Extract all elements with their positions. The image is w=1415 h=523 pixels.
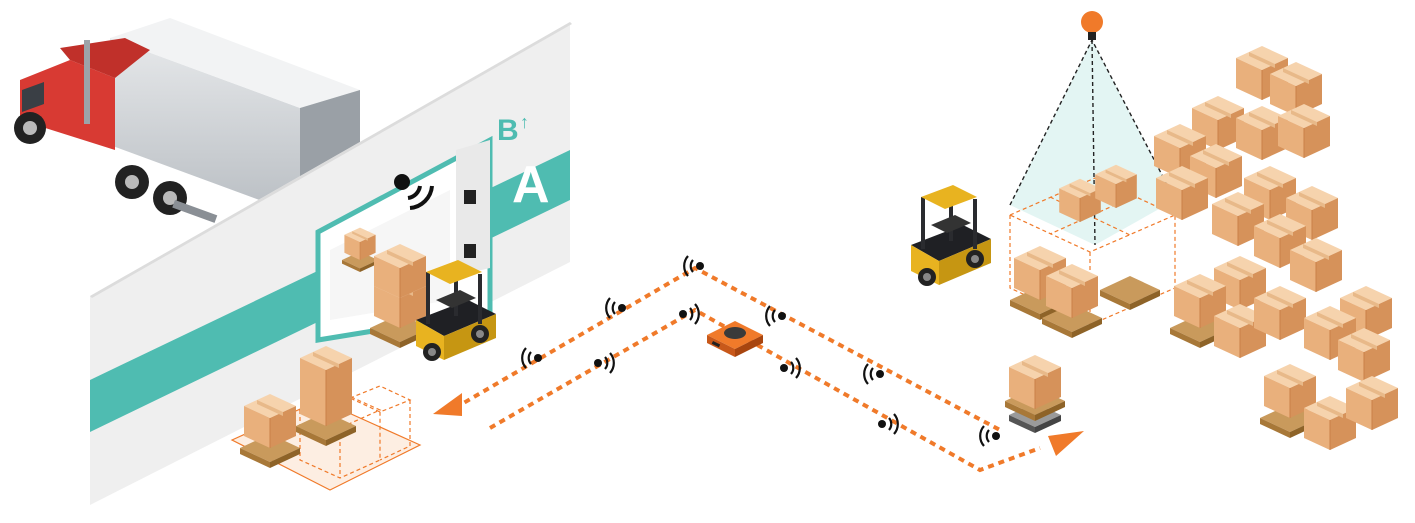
agv-robot-icon (707, 321, 763, 357)
path-arrow-icon (1048, 431, 1084, 456)
dock-sign-b: B (497, 114, 519, 147)
crate-stacks (1153, 45, 1399, 451)
drop-zone (230, 345, 422, 491)
agv-robot-icon (1005, 354, 1065, 433)
truck-icon (14, 18, 360, 223)
wifi-signal-icon (605, 296, 628, 320)
dock-sign-a: A (512, 156, 550, 214)
pallet-box-icon (342, 227, 378, 272)
forklift-icon (911, 185, 991, 286)
wifi-signal-icon (677, 302, 700, 326)
path-arrow-icon (433, 393, 462, 416)
robot-path (453, 265, 1041, 473)
dock-sign-b-arrow: ↑ (520, 112, 529, 132)
wifi-signal-icon (592, 351, 615, 375)
wifi-signal-icon (394, 174, 434, 210)
